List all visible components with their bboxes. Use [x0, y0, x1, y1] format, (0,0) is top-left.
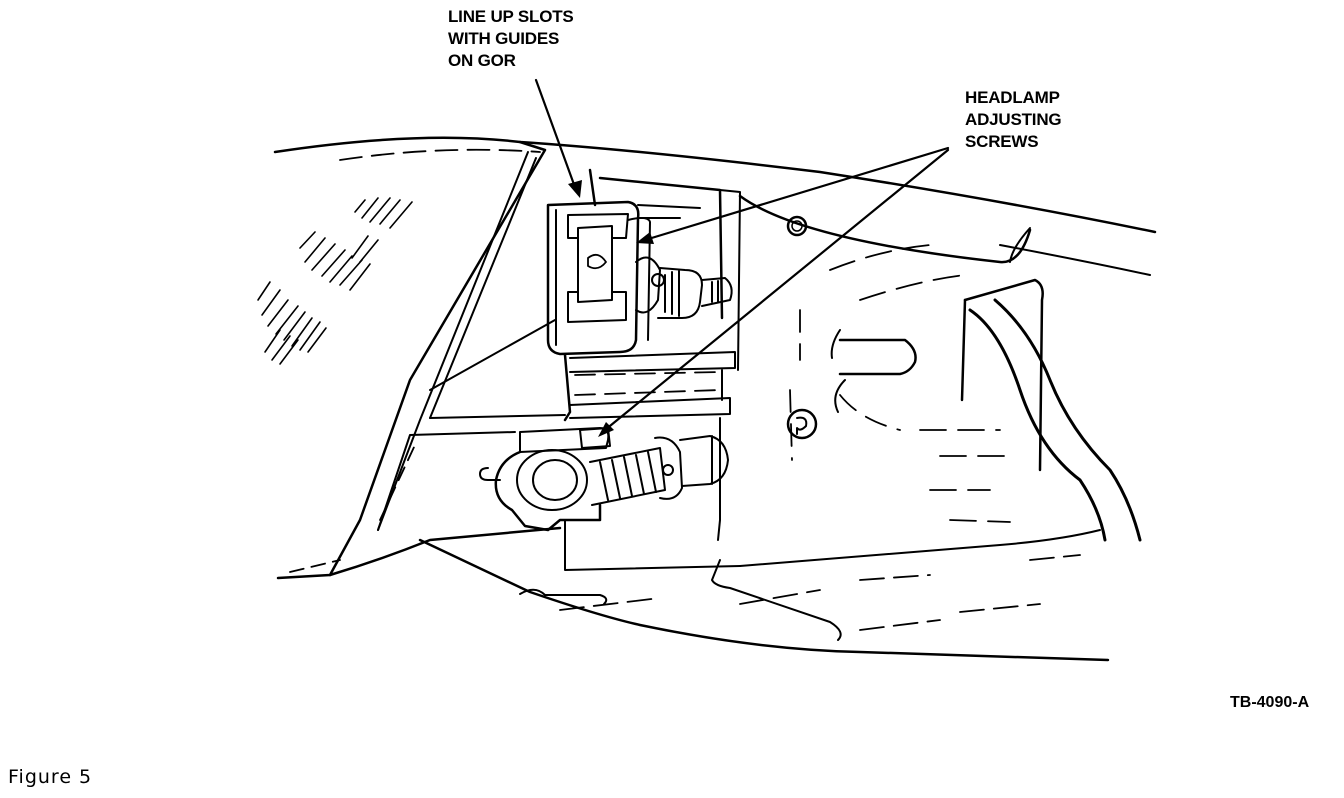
- lower-body: [418, 529, 1110, 662]
- lens-bottom-edge: [328, 526, 562, 577]
- lens-outer: [276, 140, 547, 580]
- lens-inner-edge: [377, 151, 529, 531]
- arrowhead-screw-upper: [636, 232, 654, 244]
- callout-screws-line2: ADJUSTING: [965, 110, 1062, 129]
- lens-diagonal: [429, 319, 556, 391]
- arrow-slots: [534, 78, 578, 192]
- lens-bottom-dash: [289, 444, 416, 573]
- figure-code: TB-4090-A: [1230, 694, 1310, 711]
- lens-frame-top: [429, 414, 566, 419]
- upper-adjusting-screw: [635, 256, 733, 319]
- callout-screws-line1: HEADLAMP: [965, 88, 1060, 107]
- arrow-screw-lower: [603, 148, 950, 432]
- arrowhead-slots: [568, 180, 582, 198]
- arrowhead-screw-lower: [598, 422, 614, 437]
- callout-slots-line3: ON GOR: [448, 51, 516, 70]
- lens-reflection-hatch: [257, 197, 413, 365]
- arrow-screw-upper: [643, 146, 950, 242]
- body-top-edge: [273, 136, 1157, 234]
- upper-headlamp-bracket: [546, 200, 701, 356]
- inner-panel: [738, 194, 1151, 542]
- lower-adjusting-screw: [479, 427, 729, 532]
- figure-caption: Figure 5: [8, 766, 93, 788]
- callout-screws-line3: SCREWS: [965, 132, 1039, 151]
- callout-slots-line1: LINE UP SLOTS: [448, 7, 574, 26]
- body-top-inner: [339, 148, 541, 161]
- callout-slots-line2: WITH GUIDES: [448, 29, 560, 48]
- center-support: [563, 168, 741, 571]
- lens-lower-frame: [377, 431, 516, 531]
- arrowheads: [568, 180, 654, 437]
- lens-inner-edge-2: [429, 157, 537, 419]
- leader-arrows: [534, 78, 950, 432]
- callout-line-up-slots: LINE UP SLOTS WITH GUIDES ON GOR: [448, 6, 574, 72]
- callout-headlamp-adjusting-screws: HEADLAMP ADJUSTING SCREWS: [965, 87, 1062, 153]
